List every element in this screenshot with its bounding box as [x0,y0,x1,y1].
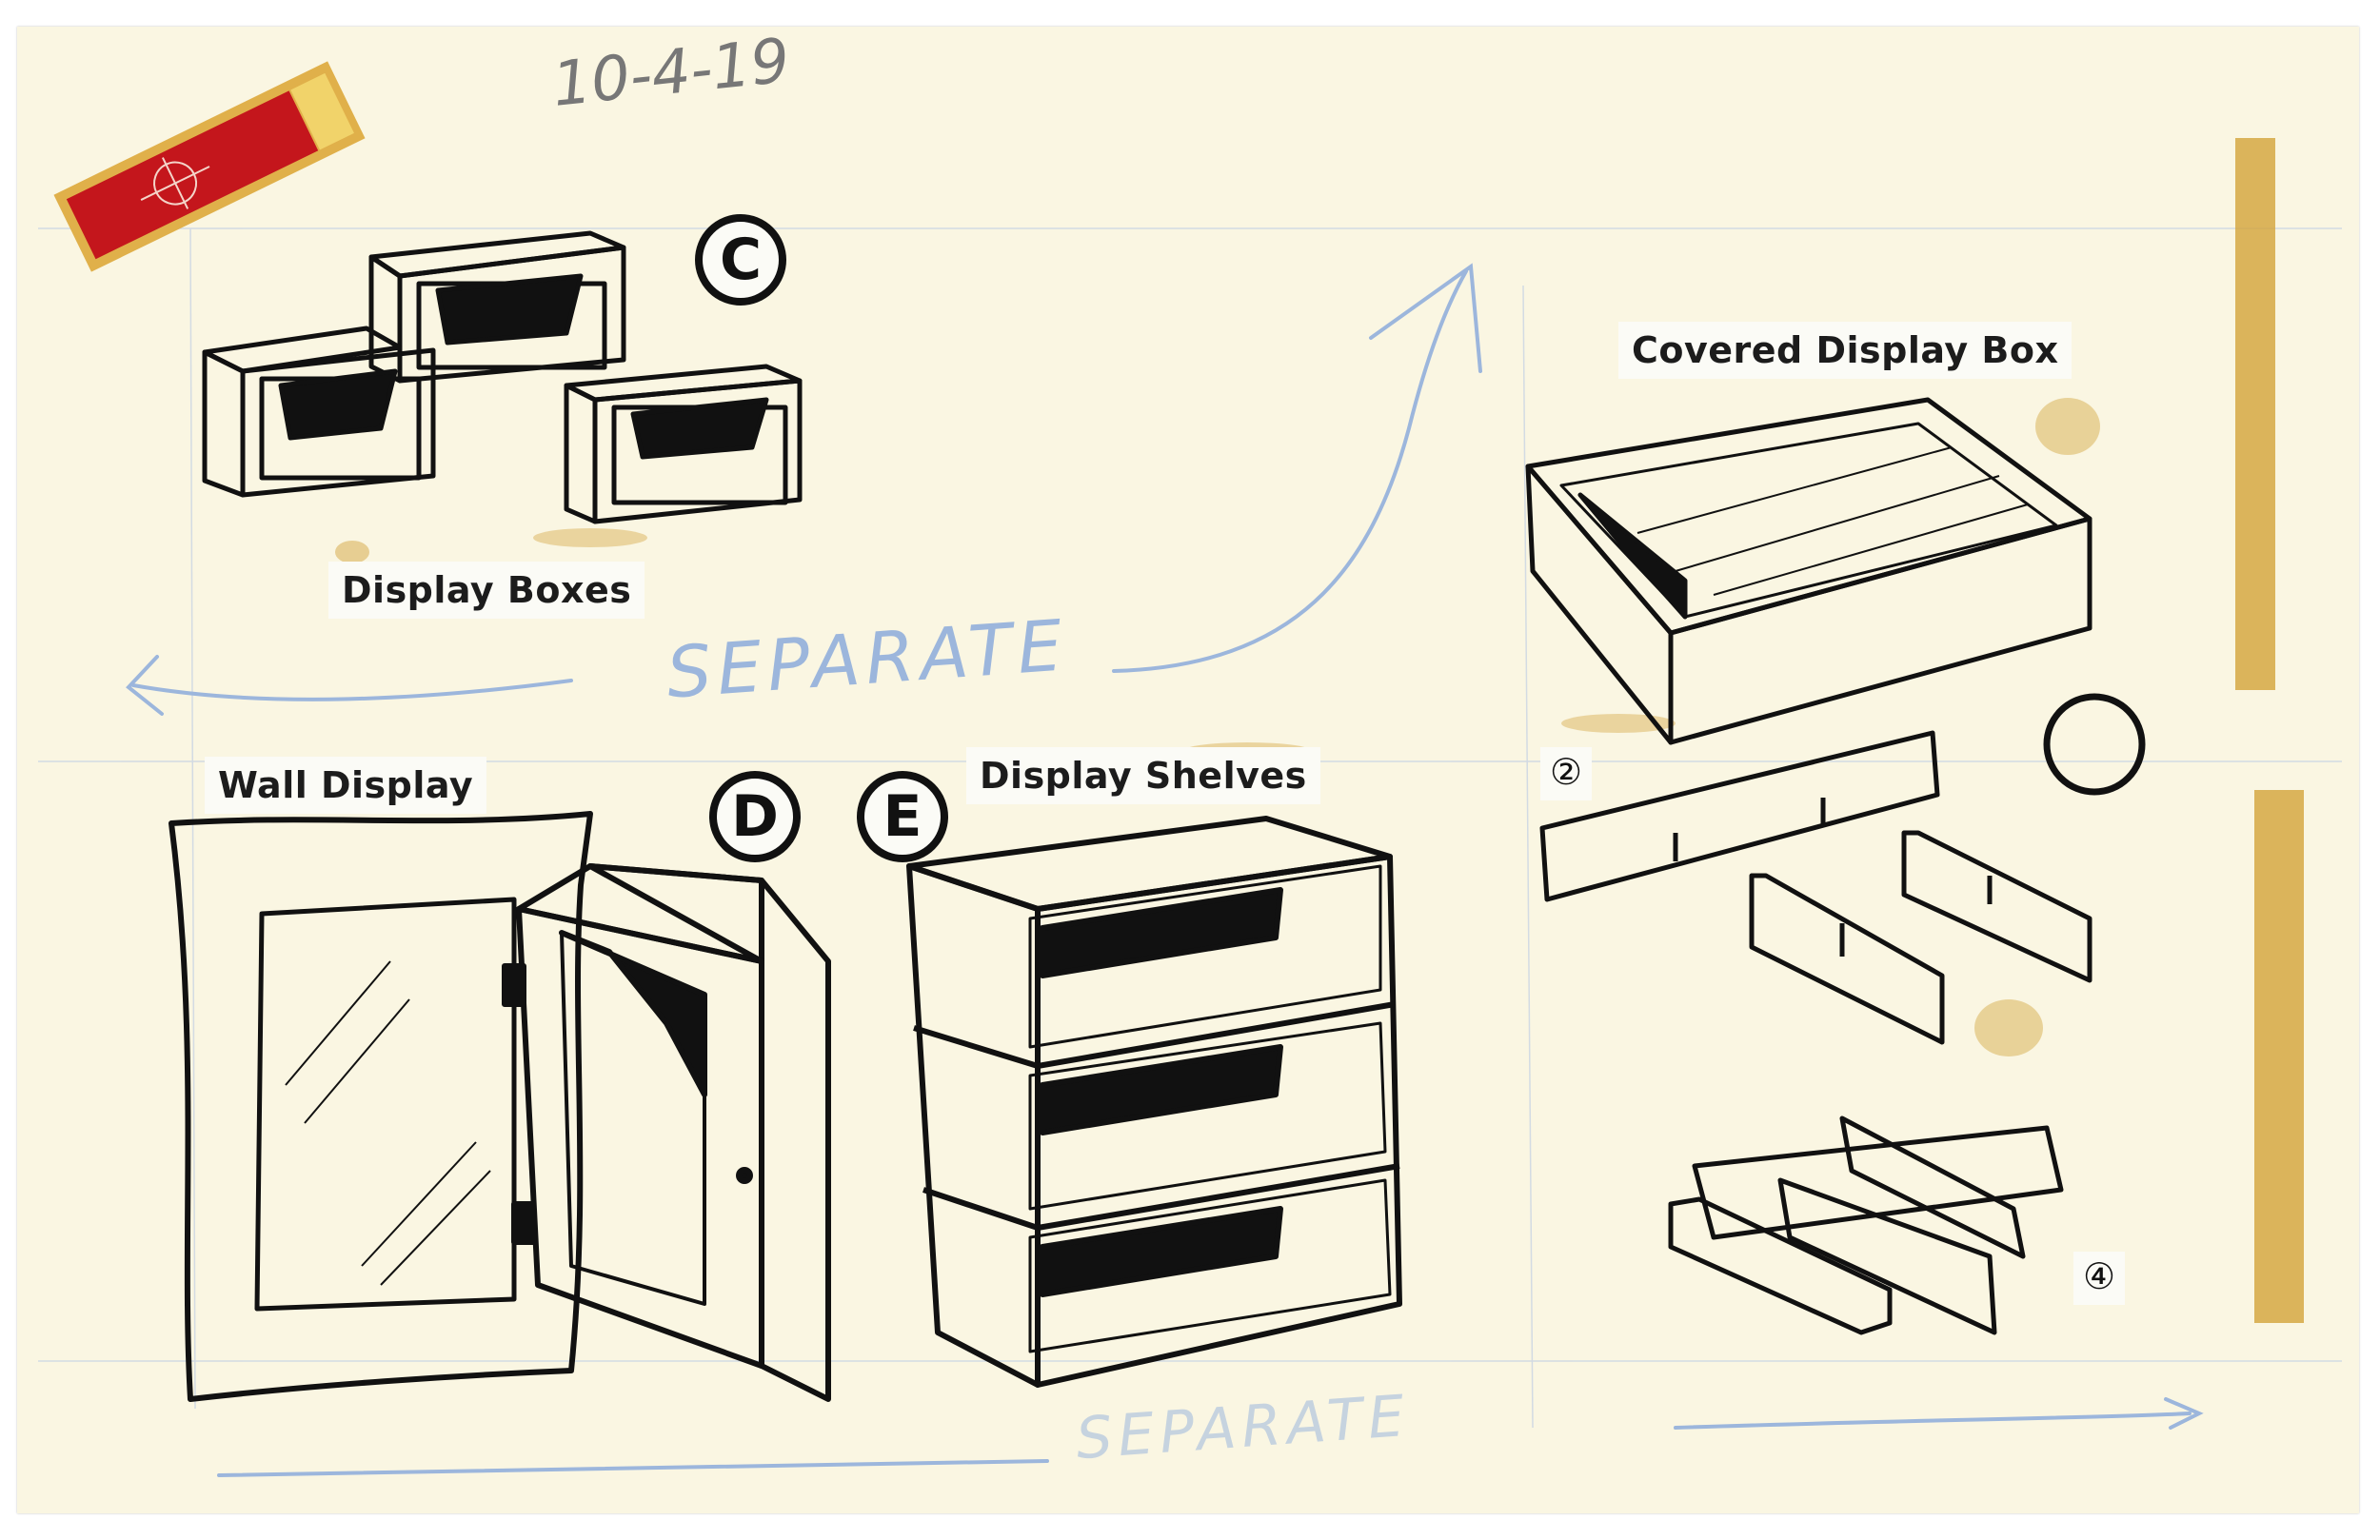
covered-display-box-illustration [1525,397,2092,745]
display-shelves-illustration [906,816,1402,1388]
blue-arrows [126,263,2204,1477]
badge-e: E [857,771,948,862]
part-number-two: ② [1540,747,1593,800]
label-display-boxes: Display Boxes [328,562,645,619]
empty-badge-circle [2043,693,2146,796]
label-covered-display-box: Covered Display Box [1618,322,2073,379]
badge-d: D [709,771,801,862]
part-number-four: ④ [2073,1252,2126,1305]
registration-mark [53,61,366,272]
tape-stains [335,138,2304,1323]
badge-c: C [695,214,786,306]
label-display-shelves: Display Shelves [966,747,1320,804]
display-boxes-illustration [202,230,803,524]
label-wall-display: Wall Display [205,757,487,814]
divider-pieces-illustration [1539,730,2092,1335]
wall-display-illustration [169,811,831,1402]
